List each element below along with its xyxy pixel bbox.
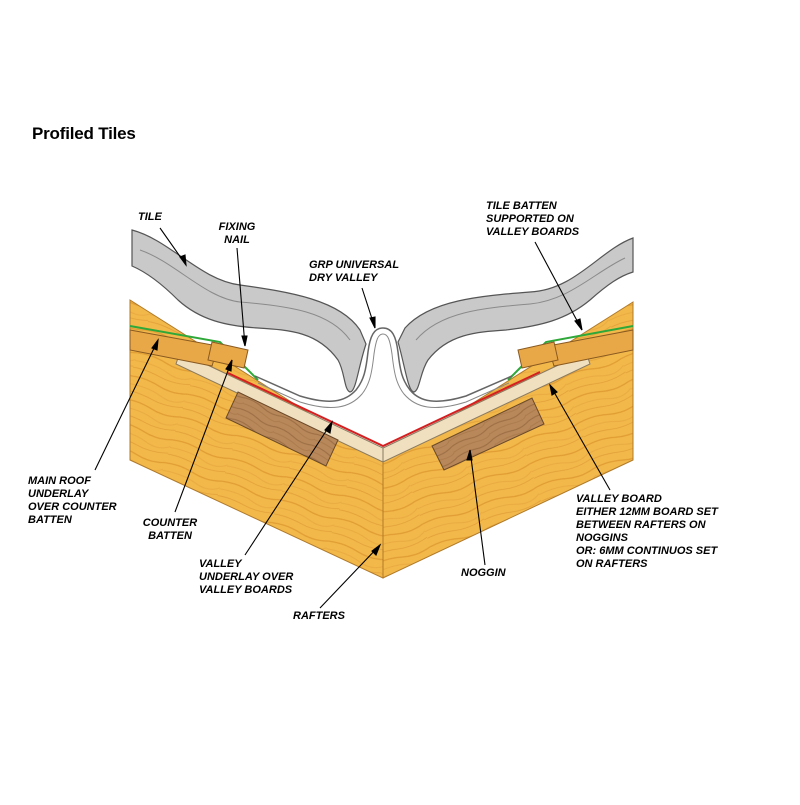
label-grp-universal-dry-valley: GRP UNIVERSAL DRY VALLEY [309, 259, 400, 284]
tile-batten-right [517, 341, 559, 369]
label-fixing-nail: FIXING NAIL [218, 221, 256, 246]
counter-batten-left [129, 329, 219, 367]
label-rafters: RAFTERS [293, 610, 345, 622]
label-tile: TILE [138, 211, 162, 223]
tile-right [397, 237, 634, 393]
label-counter-batten: COUNTER BATTEN [142, 517, 198, 542]
label-noggin: NOGGIN [461, 567, 506, 579]
leader-lines [94, 227, 611, 609]
label-valley-underlay: VALLEY UNDERLAY OVER VALLEY BOARDS [199, 558, 294, 596]
tile-batten-left [207, 341, 249, 369]
noggin-right [431, 397, 545, 471]
noggin-left [225, 391, 339, 467]
valley-underlay [227, 371, 541, 448]
page-title: Profiled Tiles [32, 124, 136, 143]
label-valley-board: VALLEY BOARD EITHER 12MM BOARD SET BETWE… [576, 493, 718, 570]
grp-dry-valley [254, 327, 513, 402]
label-tile-batten: TILE BATTEN SUPPORTED ON VALLEY BOARDS [486, 200, 580, 238]
label-main-roof-underlay: MAIN ROOF UNDERLAY OVER COUNTER BATTEN [28, 475, 117, 526]
rafters-block [129, 299, 634, 579]
valley-board-right [382, 351, 591, 463]
